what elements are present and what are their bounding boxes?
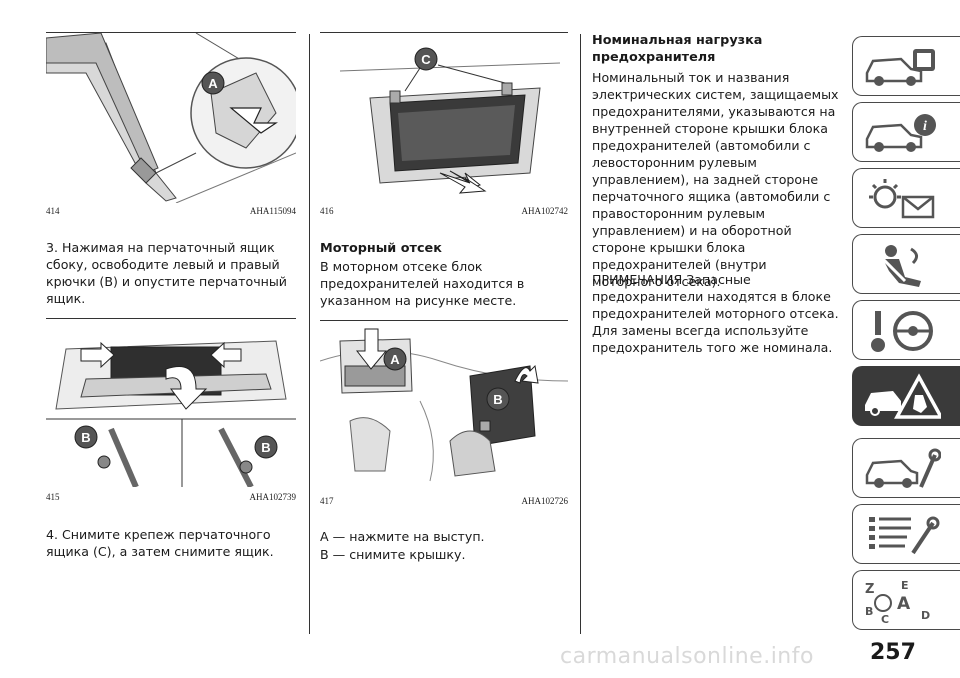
emergency-triangle-icon bbox=[865, 373, 941, 419]
figure-number: 417 bbox=[320, 496, 334, 506]
svg-text:D: D bbox=[921, 609, 930, 622]
chapter-tab-index[interactable]: Z E A B C D bbox=[852, 570, 960, 630]
chapter-tab-warning-lights[interactable] bbox=[852, 168, 960, 228]
callout-a: A bbox=[208, 76, 218, 91]
car-maintenance-icon bbox=[865, 448, 941, 488]
legend-b: B — снимите крышку. bbox=[320, 547, 466, 562]
section-heading: Номинальная нагрузка предохранителя bbox=[592, 33, 763, 65]
alphabet-index-icon: Z E A B C D bbox=[865, 579, 930, 625]
svg-text:A: A bbox=[897, 594, 911, 614]
svg-text:i: i bbox=[923, 119, 927, 134]
chapter-tab-maintenance[interactable] bbox=[852, 438, 960, 498]
specifications-icon bbox=[869, 516, 940, 555]
section-text: В моторном отсеке блок предохранителей н… bbox=[320, 259, 525, 308]
watermark: carmanualsonline.info bbox=[560, 644, 814, 669]
chapter-tab-starting-driving[interactable] bbox=[852, 300, 960, 360]
figure-code: AHA102726 bbox=[521, 496, 569, 506]
chapter-tab-specifications[interactable] bbox=[852, 504, 960, 564]
figure-code: AHA102742 bbox=[521, 206, 569, 216]
svg-text:E: E bbox=[901, 579, 909, 592]
chapter-tab-knowing[interactable]: i bbox=[852, 102, 960, 162]
column-divider bbox=[309, 34, 310, 634]
instruction-step-4: 4. Снимите крепеж перчаточного ящика (C)… bbox=[46, 527, 274, 559]
legend-a: A — нажмите на выступ. bbox=[320, 529, 485, 544]
callout-c: C bbox=[421, 52, 431, 67]
figure-417: A B bbox=[320, 320, 568, 489]
figure-number: 416 bbox=[320, 206, 334, 216]
svg-text:B: B bbox=[865, 605, 873, 618]
figure-code: AHA115094 bbox=[249, 206, 296, 216]
car-info-icon: i bbox=[865, 114, 936, 152]
figure-415: B B bbox=[46, 318, 296, 487]
figure-caption: 414 AHA115094 bbox=[46, 206, 296, 216]
note-text: Запасные предохранители находятся в блок… bbox=[592, 272, 839, 355]
figure-number: 414 bbox=[46, 206, 60, 216]
chapter-tab-safety[interactable] bbox=[852, 234, 960, 294]
figure-code: AHA102739 bbox=[249, 492, 297, 502]
warning-lights-icon bbox=[869, 179, 935, 219]
figure-caption: 416 AHA102742 bbox=[320, 206, 568, 216]
figure-caption: 417 AHA102726 bbox=[320, 496, 568, 506]
figure-414: A bbox=[46, 32, 296, 203]
callout-a: A bbox=[390, 352, 400, 367]
page-number: 257 bbox=[870, 640, 916, 665]
svg-text:C: C bbox=[881, 613, 889, 625]
callout-b-left: B bbox=[81, 430, 90, 445]
figure-number: 415 bbox=[46, 492, 60, 502]
figure-416: C bbox=[320, 32, 568, 201]
chapter-tab-emergency[interactable] bbox=[852, 366, 960, 426]
chapter-tab-dashboard[interactable] bbox=[852, 36, 960, 96]
callout-b-right: B bbox=[261, 440, 270, 455]
instruction-step-3: 3. Нажимая на перчаточный ящик сбоку, ос… bbox=[46, 240, 287, 306]
svg-text:Z: Z bbox=[865, 582, 874, 597]
section-text: Номинальный ток и названия электрических… bbox=[592, 70, 839, 289]
note-paragraph: ПРИМЕЧАНИЯ Запасные предохранители наход… bbox=[592, 271, 840, 356]
callout-b: B bbox=[493, 392, 502, 407]
seatbelt-airbag-icon bbox=[879, 245, 921, 287]
car-info-icon bbox=[865, 49, 935, 86]
figure-caption: 415 AHA102739 bbox=[46, 492, 296, 502]
section-heading: Моторный отсек bbox=[320, 241, 442, 256]
steering-key-icon bbox=[871, 311, 933, 352]
note-label: ПРИМЕЧАНИЯ bbox=[592, 272, 683, 287]
column-divider bbox=[580, 34, 581, 634]
